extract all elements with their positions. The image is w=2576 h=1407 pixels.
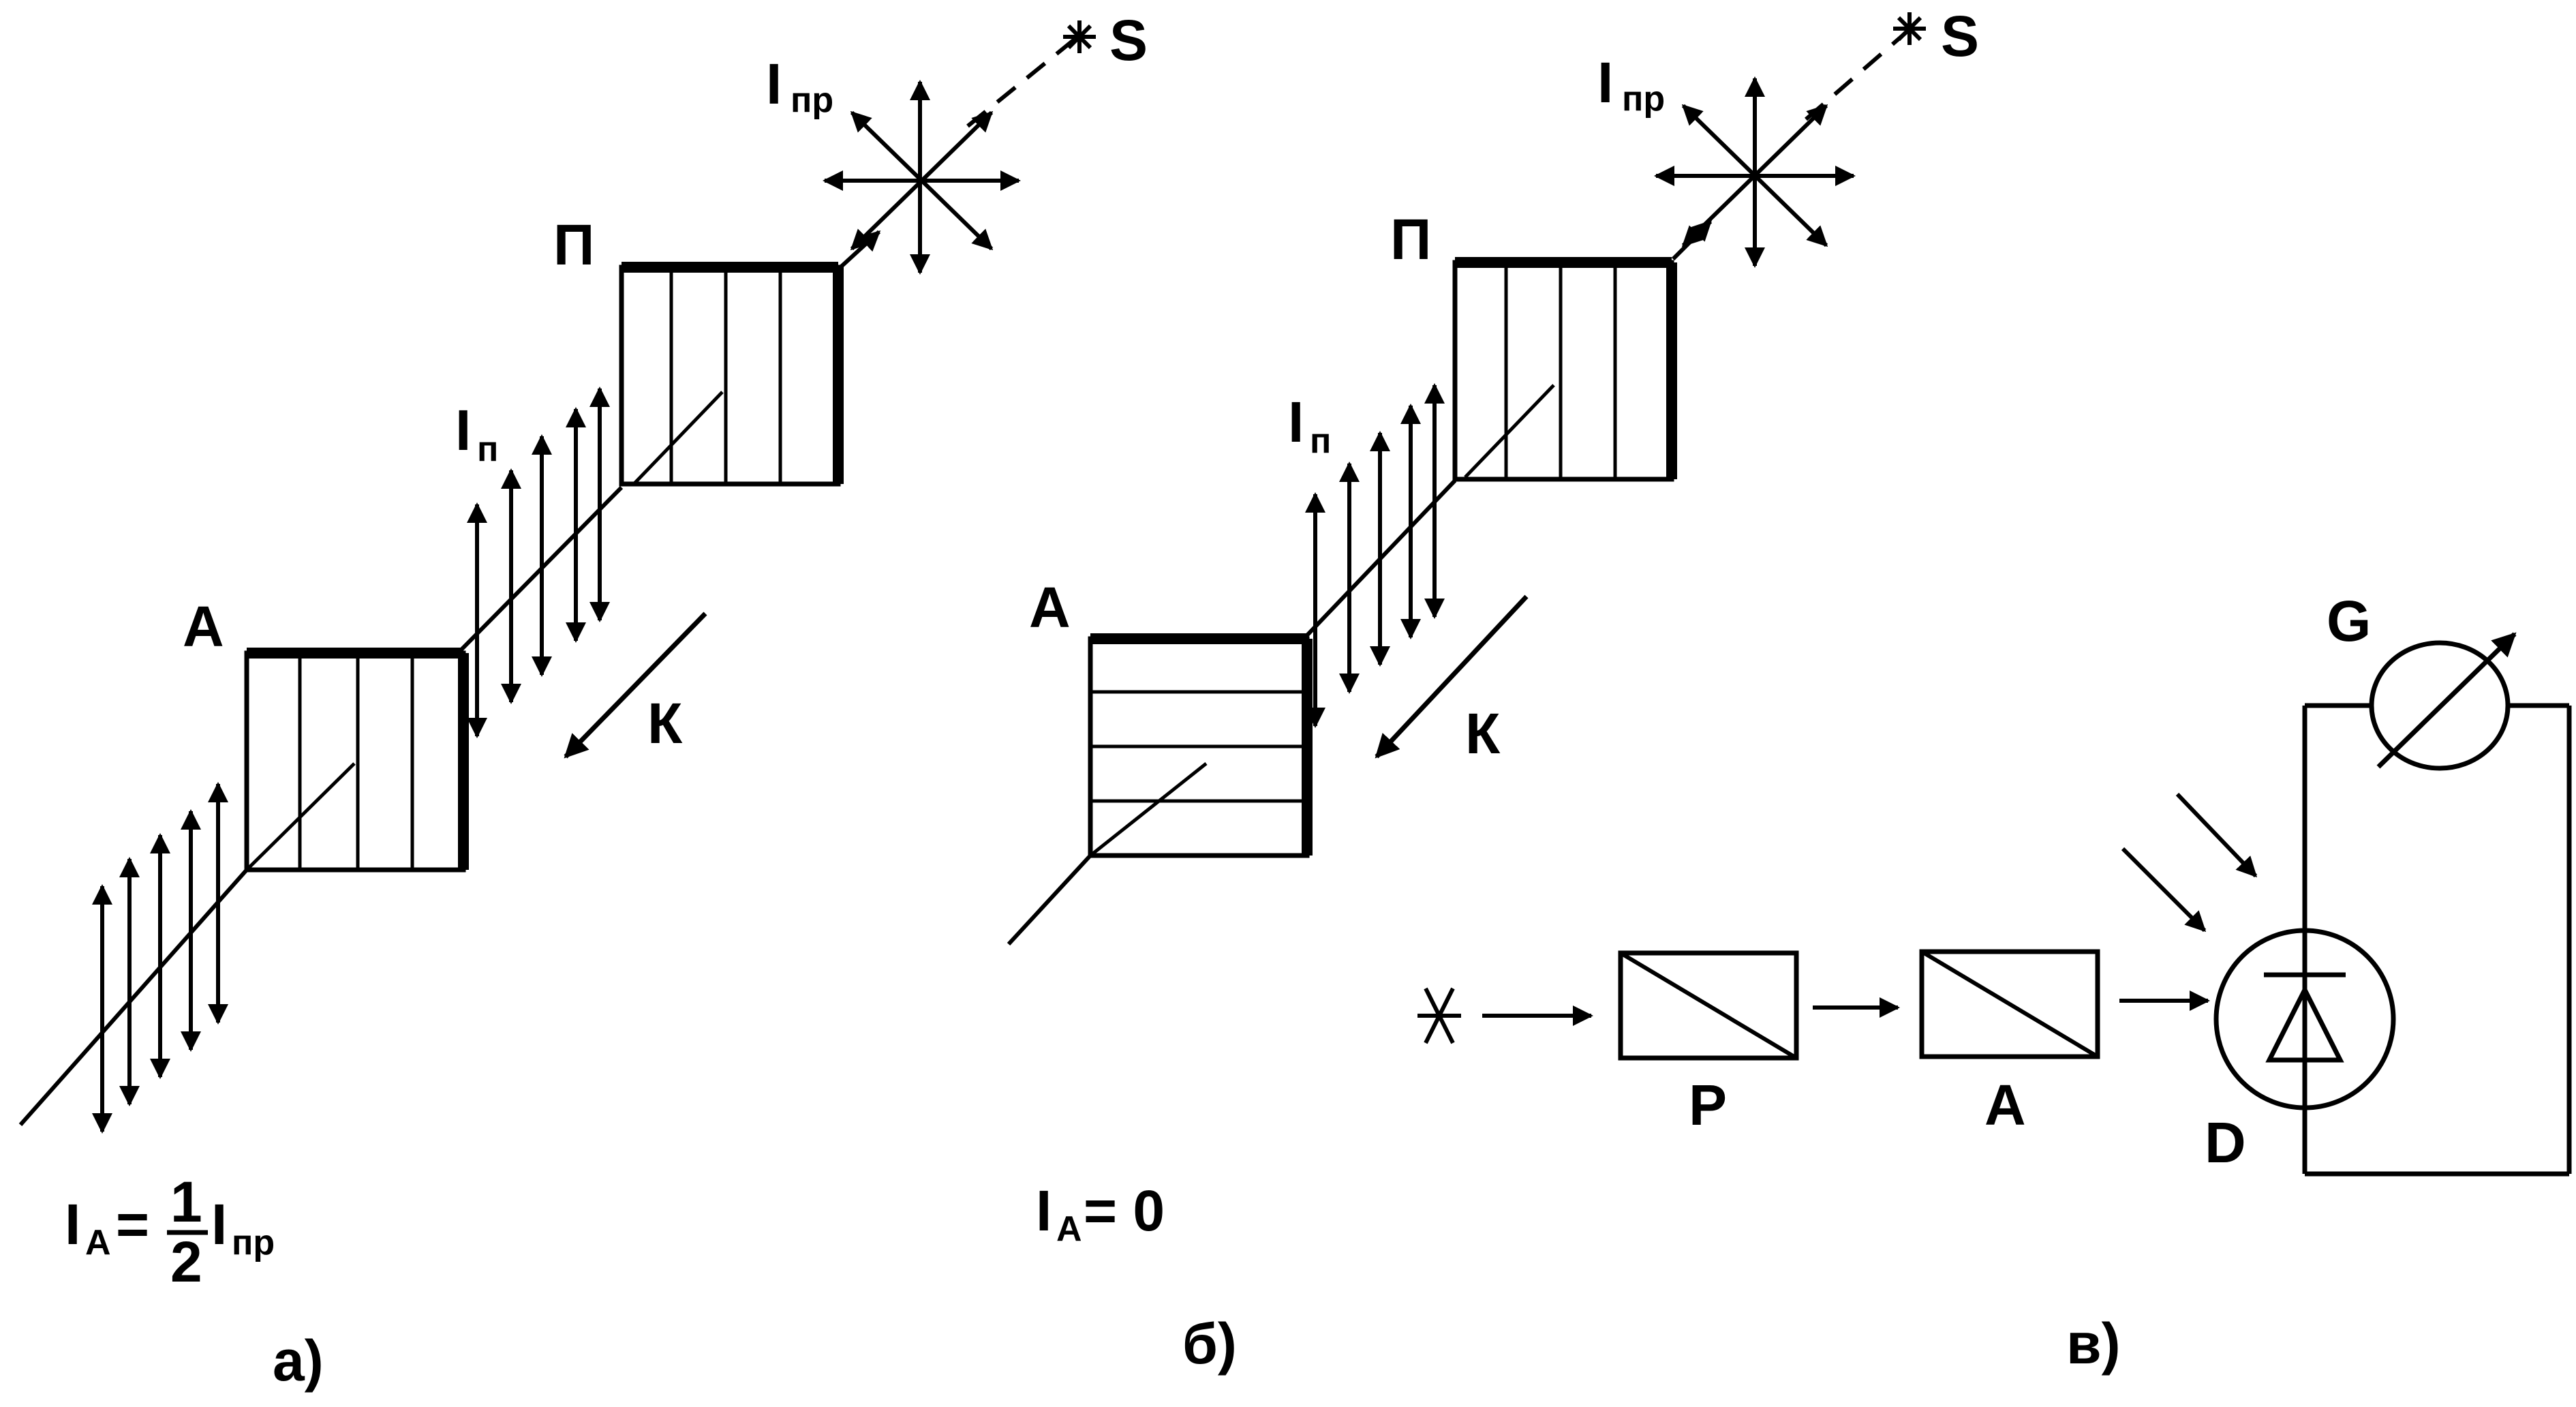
label-polarizer-b: П xyxy=(1390,207,1431,271)
ambient-light-arrow-2 xyxy=(2175,792,2258,878)
label-k-b: К xyxy=(1465,701,1501,766)
label-source-s-a: S xyxy=(1109,8,1148,72)
beam-line-b-dashed xyxy=(1805,29,1910,121)
label-ipr-b: I xyxy=(1597,50,1613,115)
light-source-star-c xyxy=(1417,987,1461,1044)
panel-b xyxy=(1007,12,1926,946)
label-in-sub-b: п xyxy=(1310,421,1331,461)
label-ipr-sub-b: пр xyxy=(1622,79,1665,119)
formula-a-rhs-sub: пр xyxy=(232,1223,275,1262)
caption-b: б) xyxy=(1182,1312,1237,1376)
circuit-wires-c xyxy=(2302,703,2572,1177)
beam-line-b-lower xyxy=(1007,853,1092,946)
beam-line-b-upper xyxy=(1671,220,1713,261)
label-in-sub-a: п xyxy=(477,429,498,469)
label-k-a: К xyxy=(647,691,683,755)
transmitted-light-arrows-a xyxy=(92,782,228,1134)
analyzer-box-b-crossed xyxy=(1088,633,1313,858)
formula-a-lhs: I xyxy=(65,1192,80,1256)
label-analyzer-a-c: A xyxy=(1984,1073,2026,1137)
label-detector-d: D xyxy=(2205,1110,2246,1175)
panel-c xyxy=(1417,632,2572,1177)
formula-b-lhs: I xyxy=(1036,1179,1052,1243)
photodiode-c xyxy=(2213,928,2396,1110)
beam-line-b-inside-polarizer xyxy=(1464,384,1555,479)
polarizer-block-c xyxy=(1618,950,1799,1061)
formula-a-equals: = xyxy=(116,1192,149,1256)
caption-c: в) xyxy=(2066,1312,2121,1376)
label-ipr-sub-a: пр xyxy=(791,80,833,120)
analyzer-block-c xyxy=(1919,949,2100,1059)
beam-line-a-lower xyxy=(18,868,249,1126)
label-galvanometer-g: G xyxy=(2327,589,2371,653)
beam-line-a-inside-polarizer xyxy=(632,391,724,485)
polarizer-box-a xyxy=(619,262,844,487)
caption-a: а) xyxy=(273,1329,324,1393)
formula-b-rest: = 0 xyxy=(1084,1179,1165,1243)
beam-line-a-upper xyxy=(836,230,881,271)
ambient-light-arrow-1 xyxy=(2121,847,2207,933)
label-source-s-b: S xyxy=(1941,4,1979,68)
label-ipr-a: I xyxy=(766,52,782,116)
polarized-light-arrows-a xyxy=(467,387,610,738)
unpolarized-light-star-a xyxy=(823,80,1021,275)
formula-a-numerator: 1 xyxy=(170,1170,202,1234)
formula-b: I A = 0 xyxy=(1036,1179,1165,1249)
unpolarized-light-star-b xyxy=(1654,76,1856,268)
panel-a xyxy=(18,20,1096,1134)
beam-line-b-inside-analyzer xyxy=(1089,762,1208,857)
label-polarizer-p-c: P xyxy=(1689,1073,1727,1137)
galvanometer-c xyxy=(2369,632,2517,771)
direction-arrow-k-a xyxy=(564,611,707,759)
light-source-star-a xyxy=(1063,20,1096,53)
label-analyzer-a: А xyxy=(183,594,224,659)
label-in-a: I xyxy=(455,398,471,462)
polarized-light-arrows-b xyxy=(1305,383,1445,728)
beam-line-a-dashed xyxy=(966,35,1078,128)
label-analyzer-b: А xyxy=(1029,575,1071,639)
polarizer-box-b xyxy=(1452,257,1677,482)
formula-a-rhs: I xyxy=(211,1192,227,1256)
formula-a-denominator: 2 xyxy=(170,1230,202,1294)
direction-arrow-k-b xyxy=(1375,594,1529,759)
light-source-star-b xyxy=(1893,12,1926,45)
formula-b-lhs-sub: A xyxy=(1056,1209,1082,1249)
beam-line-a-middle xyxy=(455,485,624,656)
label-in-b: I xyxy=(1288,390,1304,454)
formula-a-lhs-sub: A xyxy=(85,1223,111,1262)
formula-a: I A = 1 2 I пр xyxy=(65,1170,275,1294)
label-polarizer-a: П xyxy=(553,213,594,277)
analyzer-box-a xyxy=(244,648,469,873)
